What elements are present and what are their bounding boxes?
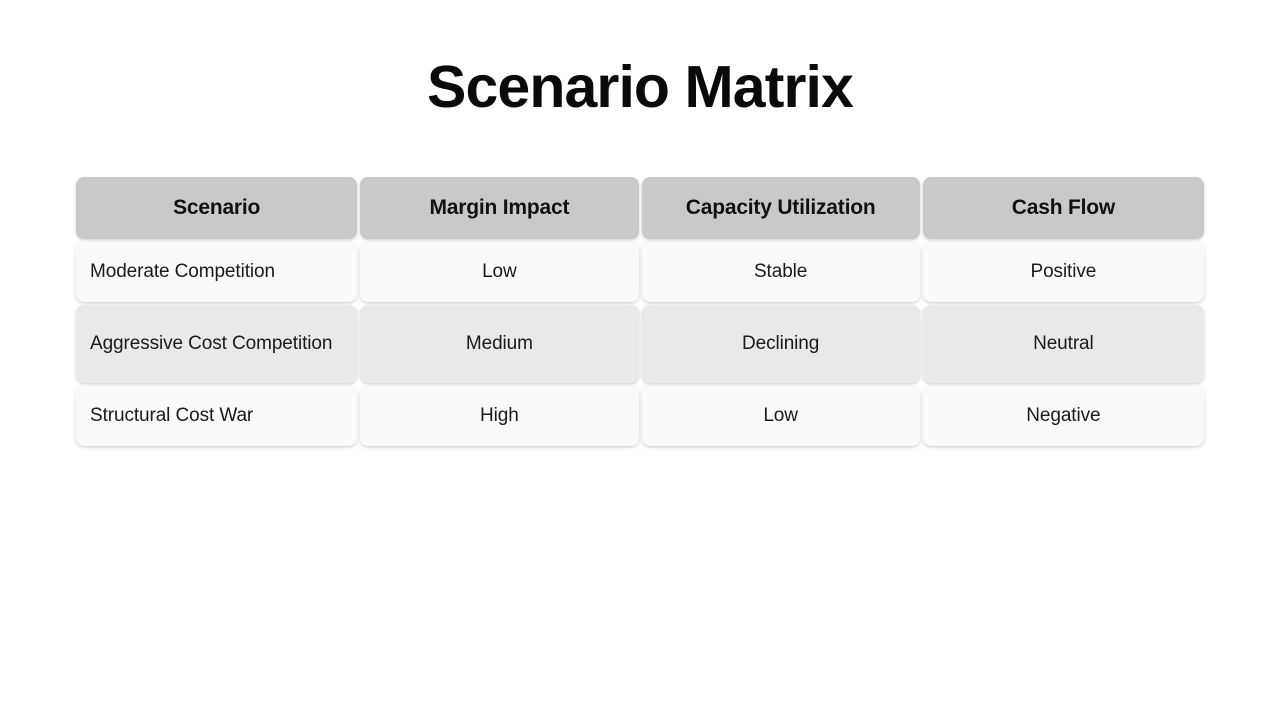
- column-header-scenario[interactable]: Scenario: [76, 177, 358, 239]
- table-cell-margin-impact[interactable]: Low: [360, 242, 639, 302]
- table-cell-capacity-utilization[interactable]: Low: [641, 386, 920, 446]
- table-cell-text: Stable: [753, 261, 808, 283]
- column-header-label: Cash Flow: [1011, 196, 1115, 219]
- column-header-margin-impact[interactable]: Margin Impact: [360, 177, 639, 239]
- column-header-label: Scenario: [173, 196, 261, 219]
- table-cell-cash-flow[interactable]: Negative: [922, 386, 1204, 446]
- table-row: Moderate Competition Low Stable Positive: [76, 242, 1204, 302]
- table-cell-text: Low: [763, 405, 798, 427]
- table-cell-text: Declining: [741, 333, 820, 355]
- table-cell-text: Low: [482, 261, 517, 283]
- column-header-capacity-utilization[interactable]: Capacity Utilization: [641, 177, 920, 239]
- table-cell-scenario[interactable]: Structural Cost War: [76, 386, 358, 446]
- table-header-row: Scenario Margin Impact Capacity Utilizat…: [76, 177, 1204, 239]
- table-cell-scenario[interactable]: Moderate Competition: [76, 242, 358, 302]
- table-row: Aggressive Cost Competition Medium Decli…: [76, 305, 1204, 383]
- scenario-matrix-table: Scenario Margin Impact Capacity Utilizat…: [76, 177, 1204, 446]
- page-title: Scenario Matrix: [427, 54, 854, 120]
- table-cell-margin-impact[interactable]: High: [360, 386, 639, 446]
- table-cell-text: Negative: [1026, 405, 1101, 427]
- table-row: Structural Cost War High Low Negative: [76, 386, 1204, 446]
- table-cell-text: Aggressive Cost Competition: [90, 333, 333, 355]
- table-cell-cash-flow[interactable]: Positive: [922, 242, 1204, 302]
- table-cell-margin-impact[interactable]: Medium: [360, 305, 639, 383]
- table-cell-capacity-utilization[interactable]: Stable: [641, 242, 920, 302]
- column-header-label: Margin Impact: [429, 196, 570, 219]
- column-header-label: Capacity Utilization: [685, 196, 876, 219]
- table-cell-text: Structural Cost War: [90, 405, 254, 427]
- table-cell-text: Neutral: [1033, 333, 1094, 355]
- table-cell-capacity-utilization[interactable]: Declining: [641, 305, 920, 383]
- table-cell-text: Positive: [1030, 261, 1097, 283]
- table-cell-cash-flow[interactable]: Neutral: [922, 305, 1204, 383]
- table-cell-text: Moderate Competition: [90, 261, 275, 283]
- table-cell-text: High: [480, 405, 519, 427]
- column-header-cash-flow[interactable]: Cash Flow: [922, 177, 1204, 239]
- table-cell-text: Medium: [465, 333, 533, 355]
- table-cell-scenario[interactable]: Aggressive Cost Competition: [76, 305, 358, 383]
